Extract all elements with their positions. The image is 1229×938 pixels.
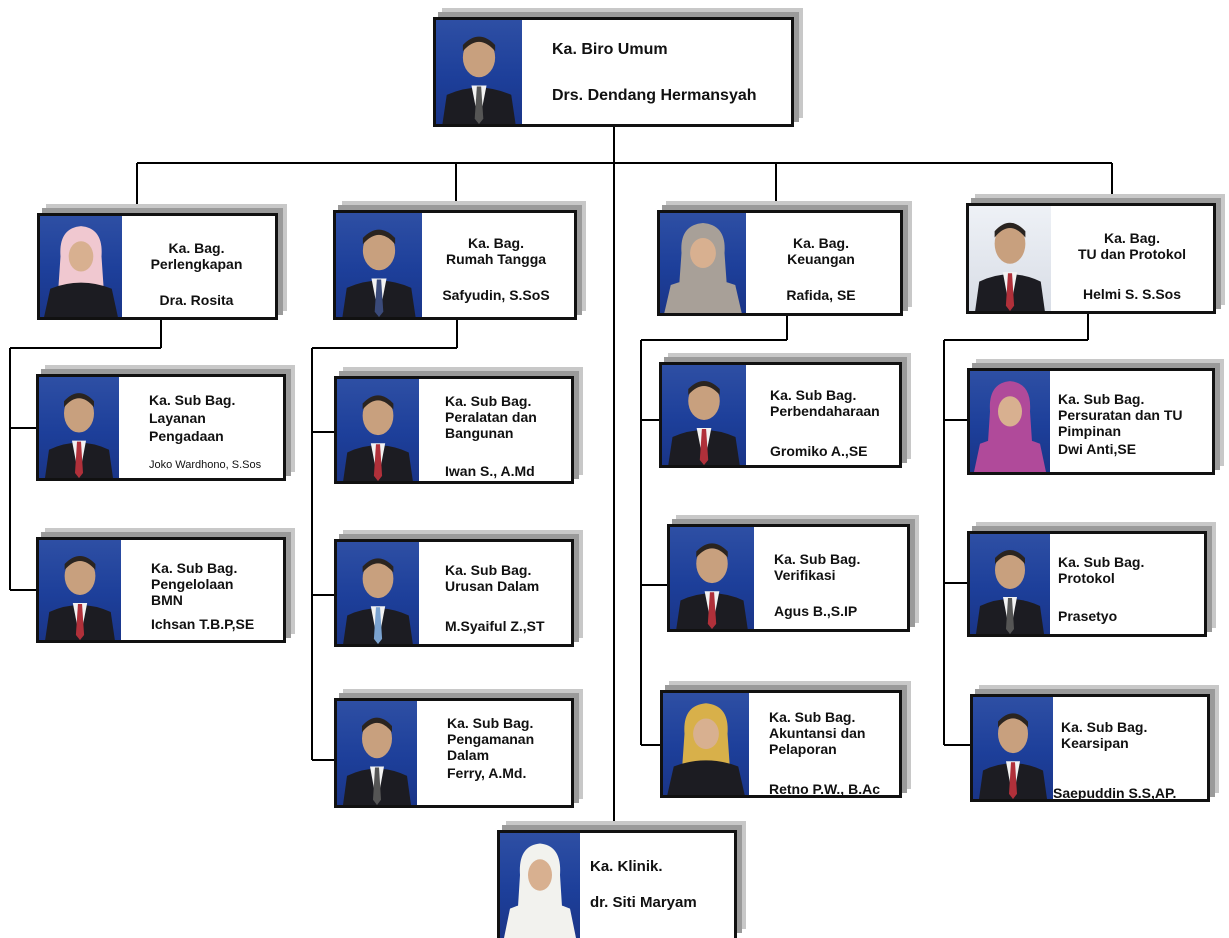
person-silhouette-icon — [342, 229, 416, 317]
perlengkapan-sub-card-1: Ka. Sub Bag. Layanan Pengadaan Joko Ward… — [36, 374, 286, 481]
person-name: Safyudin, S.SoS — [442, 287, 550, 303]
klinik-card: Ka. Klinik. dr. Siti Maryam — [497, 830, 737, 938]
position-title: Ka. Sub Bag. Pengelolaan BMN — [151, 560, 238, 608]
person-silhouette-icon — [976, 550, 1044, 634]
person-name: Dra. Rosita — [159, 292, 234, 308]
person-silhouette-icon — [975, 222, 1045, 311]
portrait-photo — [970, 534, 1050, 634]
person-silhouette-icon — [668, 381, 740, 465]
perlengkapan-sub-card-2: Ka. Sub Bag. Pengelolaan BMN Ichsan T.B.… — [36, 537, 286, 643]
person-name: Dwi Anti,SE — [1058, 441, 1137, 457]
rumah-tangga-head-card: Ka. Bag. Rumah Tangga Safyudin, S.SoS — [333, 210, 577, 320]
portrait-photo — [40, 216, 122, 317]
person-name: Agus B.,S.IP — [774, 603, 858, 619]
portrait-photo — [436, 20, 522, 124]
position-title: Ka. Klinik. — [590, 858, 663, 875]
portrait-photo — [500, 833, 580, 938]
person-name: dr. Siti Maryam — [590, 894, 697, 911]
person-silhouette-icon — [676, 543, 748, 629]
position-title: Ka. Bag. Rumah Tangga — [445, 235, 547, 267]
keuangan-sub-card-1: Ka. Sub Bag. Perbendaharaan Gromiko A.,S… — [659, 362, 902, 468]
person-silhouette-icon — [44, 226, 118, 317]
person-name: Helmi S. S.Sos — [1082, 286, 1182, 302]
portrait-photo — [970, 371, 1050, 472]
portrait-photo — [39, 377, 119, 478]
position-title: Ka. Sub Bag. Perbendaharaan — [770, 387, 880, 419]
person-silhouette-icon — [343, 395, 413, 481]
person-name: Gromiko A.,SE — [770, 443, 868, 459]
person-name: Rafida, SE — [786, 287, 856, 303]
person-silhouette-icon — [442, 36, 516, 124]
keuangan-head-card: Ka. Bag. Keuangan Rafida, SE — [657, 210, 903, 316]
tu-protokol-sub-card-1: Ka. Sub Bag. Persuratan dan TU Pimpinan … — [967, 368, 1215, 475]
person-name: M.Syaiful Z.,ST — [445, 618, 545, 634]
person-name: Retno P.W., B.Ac — [769, 781, 880, 797]
position-title: Ka. Sub Bag. Persuratan dan TU Pimpinan — [1058, 391, 1183, 439]
portrait-photo — [973, 697, 1053, 799]
position-title: Ka. Sub Bag. Kearsipan — [1061, 719, 1148, 751]
tu-protokol-head-card: Ka. Bag. TU dan Protokol Helmi S. S.Sos — [966, 203, 1216, 314]
position-title: Ka. Sub Bag. Protokol — [1058, 554, 1145, 586]
portrait-photo — [337, 701, 417, 805]
portrait-photo — [662, 365, 746, 465]
person-name: Ferry, A.Md. — [447, 765, 527, 781]
position-title: Ka. Sub Bag. Urusan Dalam — [445, 562, 540, 594]
person-silhouette-icon — [45, 556, 115, 640]
person-silhouette-icon — [343, 558, 413, 644]
portrait-photo — [337, 542, 419, 644]
person-silhouette-icon — [504, 843, 576, 938]
position-title: Ka. Sub Bag. Layanan Pengadaan — [149, 392, 236, 444]
person-silhouette-icon — [667, 703, 745, 795]
keuangan-sub-card-3: Ka. Sub Bag. Akuntansi dan Pelaporan Ret… — [660, 690, 902, 798]
portrait-photo — [969, 206, 1051, 311]
portrait-photo — [663, 693, 749, 795]
person-silhouette-icon — [45, 393, 113, 478]
position-title: Ka. Biro Umum — [552, 41, 668, 58]
portrait-photo — [337, 379, 419, 481]
person-name: Iwan S., A.Md — [445, 463, 535, 479]
person-silhouette-icon — [974, 381, 1046, 472]
position-title: Ka. Bag. Keuangan — [787, 235, 855, 267]
person-name: Saepuddin S.S,AP. — [1053, 785, 1177, 801]
person-name: Ichsan T.B.P,SE — [151, 616, 255, 632]
keuangan-sub-card-2: Ka. Sub Bag. Verifikasi Agus B.,S.IP — [667, 524, 910, 632]
person-name: Joko Wardhono, S.Sos — [149, 459, 262, 471]
portrait-photo — [336, 213, 422, 317]
root-card: Ka. Biro Umum Drs. Dendang Hermansyah — [433, 17, 794, 127]
person-name: Prasetyo — [1058, 608, 1118, 624]
perlengkapan-head-card: Ka. Bag. Perlengkapan Dra. Rosita — [37, 213, 278, 320]
person-name: Drs. Dendang Hermansyah — [552, 87, 757, 104]
position-title: Ka. Sub Bag. Verifikasi — [774, 551, 861, 583]
position-title: Ka. Sub Bag. Akuntansi dan Pelaporan — [769, 709, 866, 757]
portrait-photo — [660, 213, 746, 313]
tu-protokol-sub-card-3: Ka. Sub Bag. Kearsipan Saepuddin S.S,AP. — [970, 694, 1210, 802]
rumah-tangga-sub-card-1: Ka. Sub Bag. Peralatan dan Bangunan Iwan… — [334, 376, 574, 484]
portrait-photo — [670, 527, 754, 629]
tu-protokol-sub-card-2: Ka. Sub Bag. Protokol Prasetyo — [967, 531, 1207, 637]
position-title: Ka. Sub Bag. Peralatan dan Bangunan — [445, 393, 537, 441]
position-title: Ka. Bag. TU dan Protokol — [1077, 230, 1187, 262]
position-title: Ka. Sub Bag. Pengamanan Dalam — [447, 715, 535, 763]
person-silhouette-icon — [343, 717, 411, 805]
position-title: Ka. Bag. Perlengkapan — [150, 240, 243, 272]
rumah-tangga-sub-card-2: Ka. Sub Bag. Urusan Dalam M.Syaiful Z.,S… — [334, 539, 574, 647]
person-silhouette-icon — [664, 223, 742, 313]
portrait-photo — [39, 540, 121, 640]
person-silhouette-icon — [979, 713, 1047, 799]
rumah-tangga-sub-card-3: Ka. Sub Bag. Pengamanan Dalam Ferry, A.M… — [334, 698, 574, 808]
